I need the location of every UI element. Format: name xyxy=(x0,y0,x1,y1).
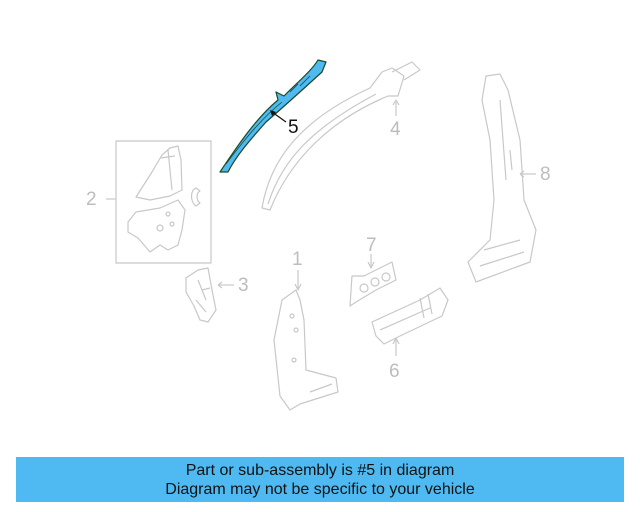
part-7 xyxy=(349,261,397,307)
callout-8: 8 xyxy=(540,164,551,185)
callout-3: 3 xyxy=(238,275,249,296)
info-banner: Part or sub-assembly is #5 in diagram Di… xyxy=(16,457,624,502)
part-8 xyxy=(467,73,537,283)
part-2-upper-panel xyxy=(135,145,183,201)
part-2-bracket xyxy=(190,187,201,207)
callout-4: 4 xyxy=(390,119,401,140)
banner-line-1: Part or sub-assembly is #5 in diagram xyxy=(185,461,455,479)
callout-2: 2 xyxy=(86,189,97,210)
callout-5[interactable]: 5 xyxy=(288,117,299,138)
parts-diagram xyxy=(106,59,537,411)
part-5-highlighted[interactable] xyxy=(219,59,327,173)
part-3 xyxy=(185,267,217,323)
callout-1: 1 xyxy=(292,249,303,270)
callout-7: 7 xyxy=(366,235,377,256)
part-4 xyxy=(261,67,405,211)
banner-line-2: Diagram may not be specific to your vehi… xyxy=(165,480,475,498)
part-2-group-box xyxy=(115,140,212,264)
part-2-lower-panel xyxy=(127,199,186,253)
callout-6: 6 xyxy=(389,361,400,382)
part-1 xyxy=(273,289,339,411)
part-6 xyxy=(371,287,449,345)
